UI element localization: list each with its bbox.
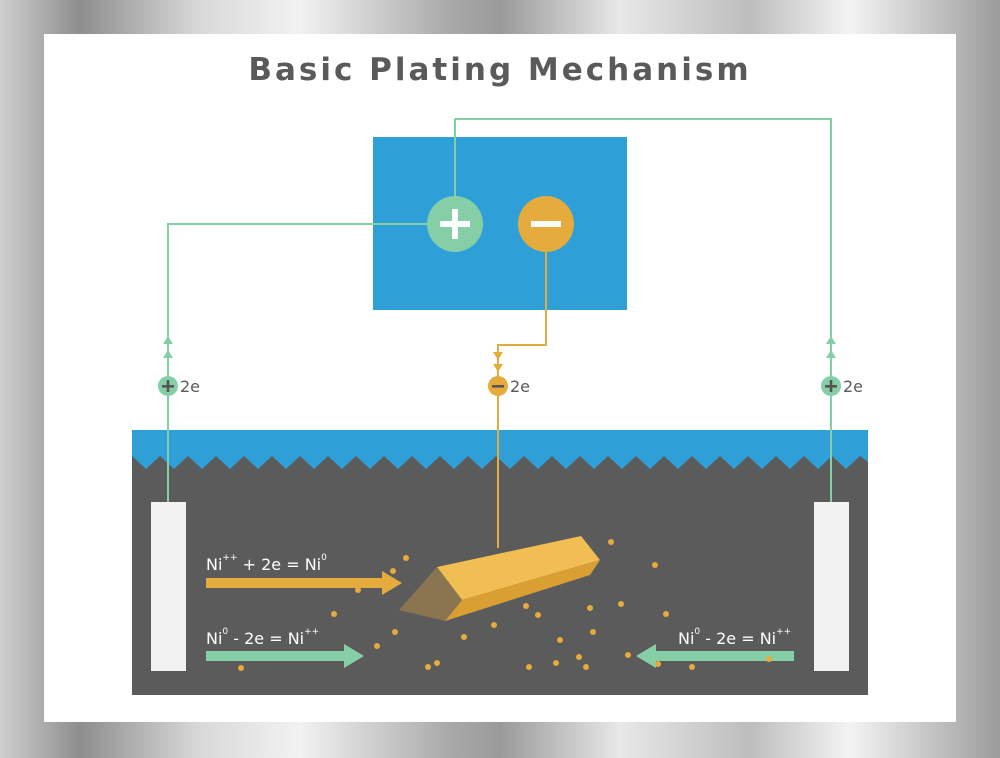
page-title: Basic Plating Mechanism: [248, 52, 752, 88]
anode-left: [151, 502, 186, 671]
ion-particles: [238, 539, 772, 671]
anode-right: [814, 502, 849, 671]
wire-arrows-down: [493, 352, 503, 372]
gold-bar-cathode: [399, 536, 600, 621]
reaction-arrows: [206, 571, 794, 668]
negative-wire: [497, 248, 547, 548]
positive-wire: [167, 118, 832, 502]
anode-reaction-right: Ni0 - 2e = Ni++: [678, 627, 792, 648]
cathode-reaction: Ni++ + 2e = Ni0: [206, 553, 327, 574]
charge-label-left: 2e: [180, 377, 201, 396]
wire-arrows-up: [163, 336, 836, 358]
anode-reaction-left: Ni0 - 2e = Ni++: [206, 627, 320, 648]
charge-label-right: 2e: [843, 377, 864, 396]
charge-label-center: 2e: [510, 377, 531, 396]
